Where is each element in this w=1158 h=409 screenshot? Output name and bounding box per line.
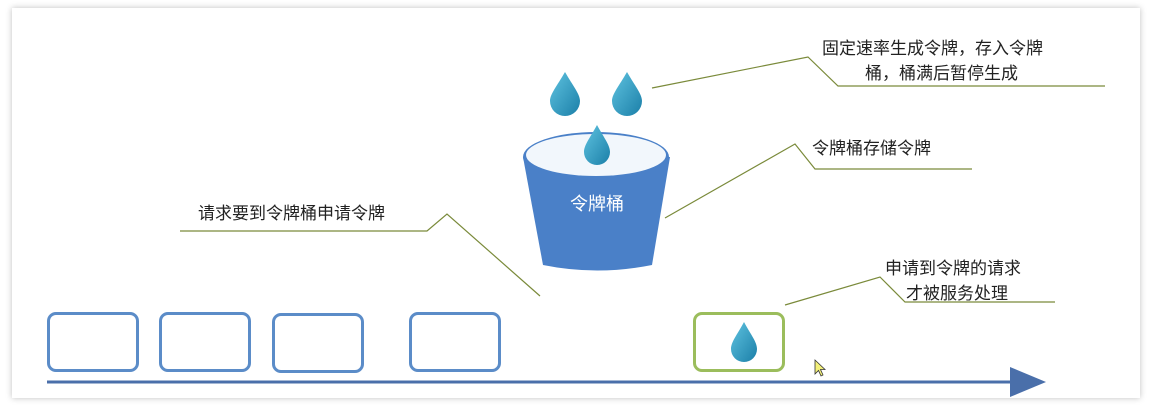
token-drop-icon xyxy=(550,72,580,116)
annotation-served-line1: 申请到令牌的请求 xyxy=(885,259,1021,279)
request-box-1 xyxy=(47,312,139,372)
annotation-store: 令牌桶存储令牌 xyxy=(812,139,931,159)
leader-line-request xyxy=(180,213,541,297)
annotation-generate-line2: 桶，桶满后暂停生成 xyxy=(865,64,1018,84)
request-box-served xyxy=(693,312,785,372)
request-box-2 xyxy=(159,312,251,372)
request-box-3 xyxy=(272,313,364,373)
annotation-request: 请求要到令牌桶申请令牌 xyxy=(198,204,385,224)
annotation-generate-line1: 固定速率生成令牌，存入令牌 xyxy=(822,39,1043,59)
token-drop-icon xyxy=(612,72,642,116)
annotation-served-line2: 才被服务处理 xyxy=(906,284,1008,304)
leader-line-served xyxy=(784,276,1055,306)
leader-line-store xyxy=(664,143,972,219)
request-box-4 xyxy=(409,312,501,372)
leader-line-generate xyxy=(651,56,1105,89)
bucket-label: 令牌桶 xyxy=(570,194,624,215)
token-drop-icon xyxy=(584,125,610,165)
mouse-cursor-icon xyxy=(814,359,827,377)
token-drop-icon xyxy=(731,322,757,362)
